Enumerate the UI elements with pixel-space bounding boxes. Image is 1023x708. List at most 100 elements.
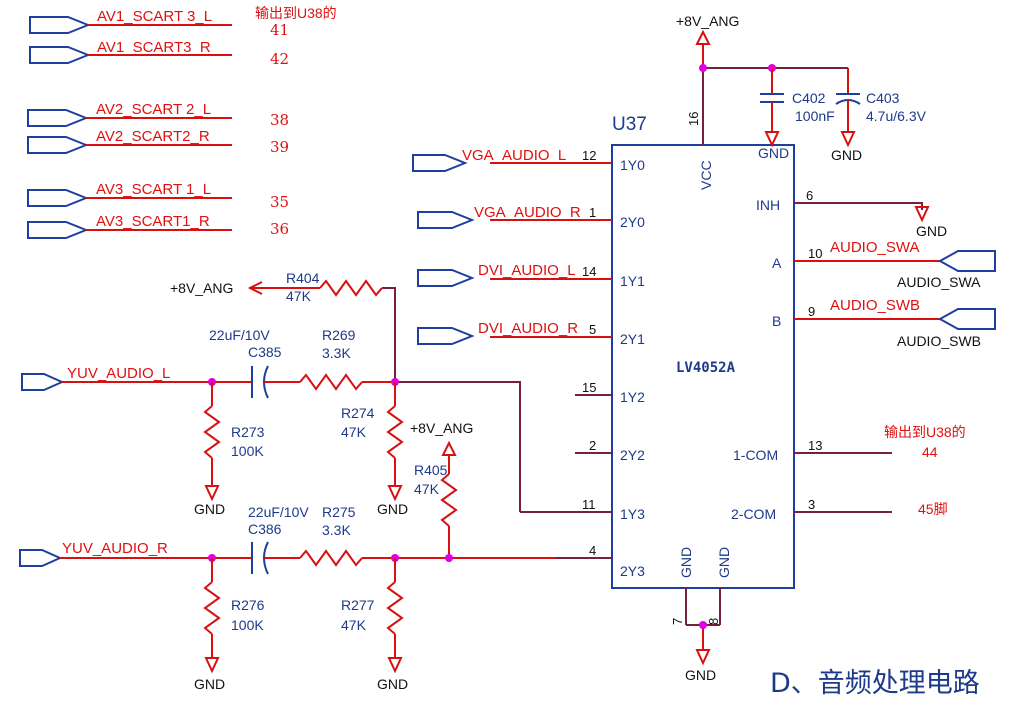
scart-port[interactable]: AV3_SCART1_R 36 [27,213,289,239]
resistor-r273[interactable]: R273 100K GND [194,382,265,517]
res-ref: R277 [341,597,375,613]
ground-icon [387,485,403,502]
port-label: AV3_SCART 1_L [96,181,211,198]
power-arrow-icon [695,29,711,45]
res-ref: R273 [231,424,265,440]
pin-number: 35 [270,193,289,211]
port-audio-swb[interactable]: AUDIO_SWB [897,308,996,349]
pin-name: B [772,313,781,329]
cap-ref: C386 [248,521,282,537]
pin-number: 14 [582,264,596,279]
pin-b: 9 B AUDIO_SWB [772,297,940,329]
pin-2y1: 5 2Y1 [490,322,645,347]
scart-port[interactable]: AV1_SCART3_R 42 [29,39,289,68]
cap-c402[interactable]: C402 100nF [760,68,835,148]
pin-number: 41 [270,21,289,39]
pin-1-com: 13 1-COM [733,438,892,463]
res-value: 47K [286,288,312,304]
gnd-label: GND [377,676,408,692]
res-ref: R276 [231,597,265,613]
net-label: YUV_AUDIO_R [62,540,168,557]
cap-c385[interactable]: 22uF/10V C385 [209,327,282,399]
res-value: 47K [341,617,367,633]
pin-1y2: 15 1Y2 [575,380,645,405]
cap-value: 22uF/10V [209,327,270,343]
port-audio-swa[interactable]: AUDIO_SWA [897,250,996,290]
resistor-r405[interactable]: +8V_ANG R405 47K [410,420,473,558]
cap-value: 22uF/10V [248,504,309,520]
pin-number: 12 [582,148,596,163]
pin-name: 2Y3 [620,563,645,579]
pin-number: 7 [670,618,685,625]
net-label: VGA_AUDIO_R [474,204,581,221]
port-label: AUDIO_SWB [897,333,981,349]
port-label: AV3_SCART1_R [96,213,210,230]
port-yuv-audio-l[interactable]: YUV_AUDIO_L [21,365,170,391]
power-label: +8V_ANG [170,280,233,296]
port-yuv-audio-r[interactable]: YUV_AUDIO_R [19,540,168,567]
gnd-label: GND [377,501,408,517]
cap-ref: C403 [866,90,900,106]
pin-2y0: 1 2Y0 [490,205,645,230]
gnd-pin-label: GND [758,145,789,161]
pin-number: 10 [808,246,822,261]
cap-c403[interactable]: C403 4.7u/6.3V GND [831,68,927,163]
chip-left-pins: 12 1Y0 1 2Y0 14 1Y1 5 2Y1 15 1Y2 [490,148,645,579]
ground-icon [204,485,220,502]
pin-number: 4 [589,543,596,558]
net-label: DVI_AUDIO_R [478,320,578,337]
chip-gnd-pins: GND GND 7 8 GND [670,547,732,683]
resistor-r277[interactable]: R277 47K GND [341,558,408,692]
port-label: AV2_SCART2_R [96,128,210,145]
resistor-r275[interactable]: R275 3.3K [299,504,363,567]
pin-2y3: 4 2Y3 [556,543,645,579]
pin-number: 1 [589,205,596,220]
input-port[interactable]: DVI_AUDIO_R [417,320,578,345]
chip-ref: U37 [612,114,647,135]
gnd-label: GND [916,223,947,239]
ground-icon [204,657,220,674]
pin-name: 1Y3 [620,506,645,522]
pin-2-com: 3 2-COM [731,497,892,522]
pin-name: GND [678,547,694,578]
scart-port-list: AV1_SCART 3_L 41 输出到U38的 AV1_SCART3_R 42… [27,5,337,239]
resistor-r404[interactable]: +8V_ANG R404 47K [170,270,396,382]
pin-number: 9 [808,304,815,319]
pin-a: 10 A AUDIO_SWA [772,239,940,271]
net-label: AUDIO_SWA [830,239,919,256]
pin-name: INH [756,197,780,213]
pin-number: 16 [686,112,701,126]
chip-u37[interactable]: U37 LV4052A 12 1Y0 1 2Y0 14 1Y1 5 2Y [412,68,996,683]
resistor-r276[interactable]: R276 100K GND [194,558,265,692]
res-value: 3.3K [322,345,351,361]
input-port[interactable]: VGA_AUDIO_R [417,204,581,229]
pin-name: 1Y2 [620,389,645,405]
pin-name: 1-COM [733,447,778,463]
port-label: AUDIO_SWA [897,274,981,290]
yuv-left-chain: YUV_AUDIO_L 22uF/10V C385 R269 3.3K R273… [21,327,521,517]
input-port[interactable]: DVI_AUDIO_L [417,262,576,287]
output-note-line3: 45脚 [918,501,948,517]
scart-port[interactable]: AV3_SCART 1_L 35 [27,181,289,211]
input-port[interactable]: VGA_AUDIO_L [412,147,566,172]
pin-number: 3 [808,497,815,512]
pin-number: 11 [582,497,596,512]
pin-name: 2Y0 [620,214,645,230]
resistor-r269[interactable]: R269 3.3K [299,327,363,391]
scart-port[interactable]: AV1_SCART 3_L 41 输出到U38的 [29,5,337,39]
res-value: 3.3K [322,522,351,538]
scart-port[interactable]: AV2_SCART 2_L 38 [27,101,289,129]
port-label: AV1_SCART3_R [97,39,211,56]
scart-port[interactable]: AV2_SCART2_R 39 [27,128,289,156]
output-note: 输出到U38的 [255,5,337,21]
ground-icon [914,206,930,223]
pin-number: 42 [270,50,289,68]
cap-c386[interactable]: 22uF/10V C386 [248,504,309,575]
resistor-r274[interactable]: R274 47K GND [341,382,408,517]
power-arrow-icon [441,440,457,456]
res-value: 100K [231,443,264,459]
pin-1y0: 12 1Y0 [490,148,645,173]
pin-number: 5 [589,322,596,337]
net-label: DVI_AUDIO_L [478,262,576,279]
